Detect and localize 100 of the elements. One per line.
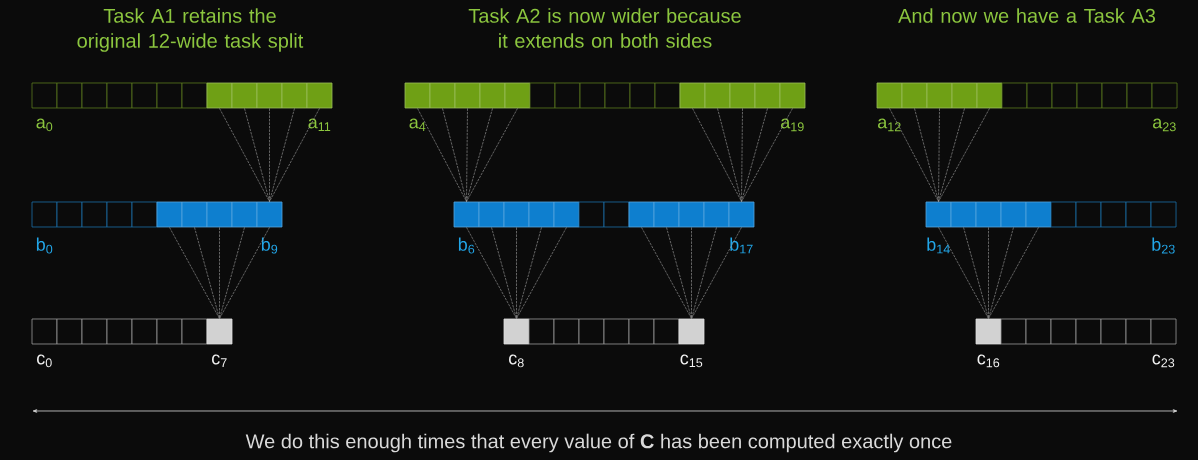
cell-label: b$_{9}$ — [261, 237, 278, 254]
connector-line — [219, 227, 245, 319]
connector-line — [988, 227, 1014, 319]
cell-label: a$_{4}$ — [409, 118, 426, 131]
cell-label: c$_{15}$ — [680, 354, 703, 368]
cell — [81, 201, 108, 228]
cell-label: a$_{11}$ — [308, 118, 331, 131]
cell — [1001, 82, 1028, 109]
connector-line — [988, 227, 1039, 319]
connector-line — [988, 227, 989, 319]
cell — [106, 201, 133, 228]
cell-label: c$_{8}$ — [509, 354, 524, 368]
cell — [1075, 318, 1102, 345]
cell — [578, 201, 605, 228]
connector-line — [641, 227, 692, 319]
cell-label: c$_{16}$ — [977, 354, 1000, 368]
cell — [1025, 201, 1052, 228]
cell — [81, 318, 108, 345]
connector-line — [938, 227, 989, 319]
cell — [156, 201, 183, 228]
cell — [603, 318, 630, 345]
cell — [1025, 318, 1052, 345]
connector-line — [194, 227, 220, 319]
connector-line — [269, 108, 295, 202]
cell — [181, 318, 208, 345]
cell — [206, 201, 233, 228]
cell — [131, 318, 158, 345]
cell — [604, 82, 631, 109]
connector-line — [269, 108, 320, 202]
cell — [553, 201, 580, 228]
cell — [504, 82, 531, 109]
cell — [429, 82, 456, 109]
cell-label: a$_{0}$ — [36, 118, 53, 132]
cell-label: a$_{23}$ — [1153, 118, 1176, 132]
cell — [901, 82, 928, 109]
cell-label: a$_{12}$ — [878, 118, 901, 132]
cell — [503, 201, 530, 228]
cell — [703, 201, 730, 228]
connector-line — [914, 108, 939, 202]
cell — [628, 201, 655, 228]
cell — [256, 82, 283, 109]
connector-line — [516, 227, 517, 319]
cell-label: c$_{0}$ — [37, 354, 52, 368]
connector-line — [717, 108, 742, 202]
cell — [1076, 82, 1103, 109]
connector-line — [938, 108, 965, 202]
cell — [1100, 318, 1127, 345]
connector-line — [691, 227, 692, 319]
cell — [704, 82, 731, 109]
cell — [1026, 82, 1053, 109]
cell — [231, 201, 258, 228]
cell — [156, 82, 183, 109]
cell — [628, 318, 655, 345]
connector-line — [491, 227, 517, 319]
connector-line — [442, 108, 467, 202]
cell — [653, 201, 680, 228]
cell — [975, 201, 1002, 228]
connector-line — [219, 227, 270, 319]
cell — [528, 201, 555, 228]
cell — [950, 201, 977, 228]
cell — [926, 82, 953, 109]
cell — [1125, 201, 1152, 228]
cell-label: b$_{0}$ — [36, 237, 53, 254]
cell — [181, 82, 208, 109]
connector-line — [219, 227, 220, 319]
cell — [654, 82, 681, 109]
cell — [206, 82, 233, 109]
cell — [106, 82, 133, 109]
connector-line — [741, 108, 768, 202]
cell — [1126, 82, 1153, 109]
connector-line — [516, 227, 542, 319]
connector-line — [691, 227, 717, 319]
cell — [156, 318, 183, 345]
cell — [56, 82, 83, 109]
cell — [554, 82, 581, 109]
cell — [1125, 318, 1152, 345]
cell — [281, 82, 308, 109]
cell-label: b$_{23}$ — [1152, 237, 1175, 254]
cell — [1000, 318, 1027, 345]
connector-line — [169, 227, 220, 319]
cell — [678, 201, 705, 228]
cell-label: b$_{6}$ — [458, 237, 475, 254]
connector-line — [466, 108, 518, 202]
cell — [479, 82, 506, 109]
cell — [1000, 201, 1027, 228]
panel-heading: And now we have a Task A3 — [898, 8, 1156, 23]
connector-line — [417, 108, 467, 202]
cell — [1050, 318, 1077, 345]
cell — [951, 82, 978, 109]
cell — [181, 201, 208, 228]
connector-line — [963, 227, 989, 319]
cell — [528, 318, 555, 345]
connector-line — [938, 108, 990, 202]
cell — [1101, 82, 1128, 109]
cell — [653, 318, 680, 345]
cell-label: b$_{14}$ — [927, 237, 950, 254]
connector-line — [466, 227, 517, 319]
cell — [603, 201, 630, 228]
panel-heading: Task A2 is now wider because it extends on both sides — [468, 8, 741, 48]
connector-line — [219, 108, 270, 202]
